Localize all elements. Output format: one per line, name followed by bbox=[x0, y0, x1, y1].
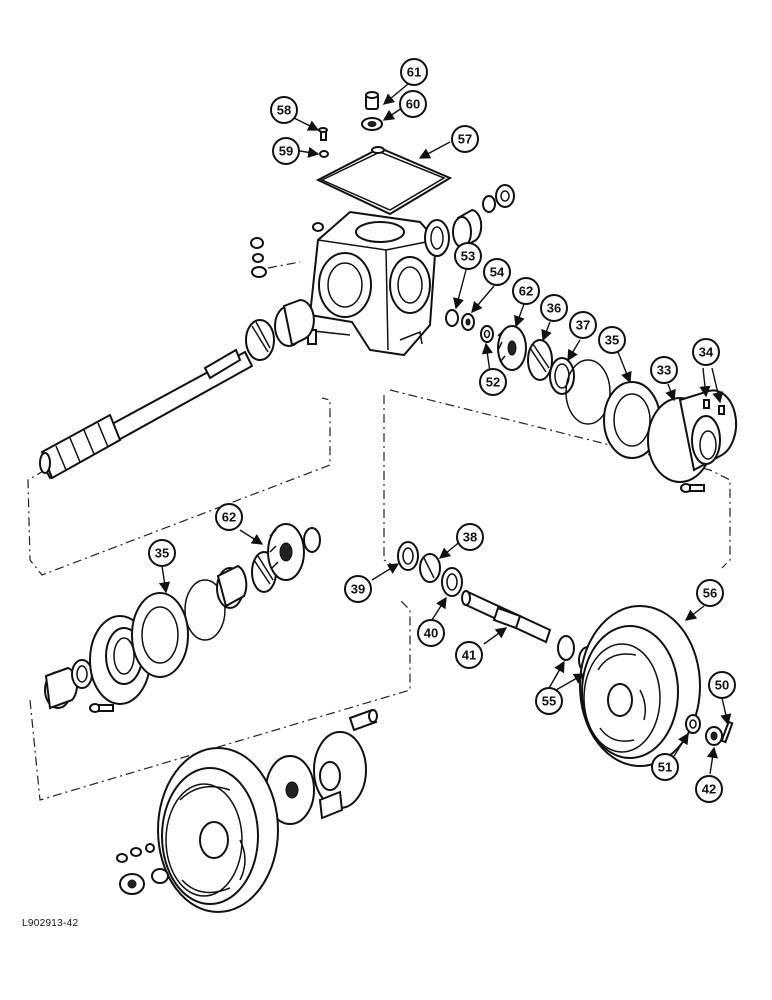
bearing-cap-33 bbox=[647, 389, 738, 483]
callout-label: 61 bbox=[407, 65, 421, 80]
cover-plate bbox=[315, 146, 453, 216]
callout-37: 37 bbox=[569, 311, 597, 339]
washer-59 bbox=[319, 150, 329, 158]
nut-stack bbox=[250, 237, 267, 278]
callout-33: 33 bbox=[650, 356, 678, 384]
nut-42 bbox=[705, 726, 723, 746]
callout-label: 37 bbox=[576, 318, 590, 333]
callout-label: 40 bbox=[424, 626, 438, 641]
cup-37 bbox=[549, 357, 575, 395]
callout-53: 53 bbox=[454, 242, 482, 270]
cone-38 bbox=[419, 553, 441, 583]
callout-60: 60 bbox=[399, 90, 427, 118]
washer-60 bbox=[361, 117, 383, 131]
pulley-56 bbox=[579, 605, 701, 767]
callout-35-upper: 35 bbox=[598, 326, 626, 354]
callout-label: 59 bbox=[279, 144, 293, 159]
washer-51 bbox=[685, 714, 701, 734]
callout-40: 40 bbox=[417, 619, 445, 647]
callout-61: 61 bbox=[400, 58, 428, 86]
callout-label: 35 bbox=[605, 333, 619, 348]
callout-label: 54 bbox=[490, 265, 505, 280]
callout-label: 60 bbox=[406, 97, 420, 112]
bevel-gear-62-upper bbox=[497, 325, 527, 371]
lower-bolt bbox=[89, 703, 114, 713]
callout-label: 55 bbox=[542, 694, 556, 709]
leader-lines bbox=[158, 83, 732, 775]
callout-label: 62 bbox=[222, 510, 236, 525]
callout-label: 52 bbox=[486, 375, 500, 390]
input-shaft bbox=[39, 348, 254, 480]
bevel-gear-62-lower bbox=[267, 523, 305, 581]
callout-label: 57 bbox=[458, 132, 472, 147]
callout-54: 54 bbox=[483, 258, 511, 286]
lower-hardware bbox=[116, 843, 169, 895]
callout-label: 58 bbox=[277, 103, 291, 118]
pulley-lower bbox=[157, 747, 279, 913]
callout-56: 56 bbox=[696, 579, 724, 607]
callout-label: 41 bbox=[462, 648, 476, 663]
callout-39: 39 bbox=[344, 575, 372, 603]
ring-40 bbox=[441, 567, 463, 597]
bolts-34 bbox=[703, 399, 725, 415]
callout-35-lower: 35 bbox=[148, 539, 176, 567]
callout-label: 35 bbox=[155, 546, 169, 561]
cap-bolt bbox=[680, 483, 705, 493]
lockwasher-54 bbox=[461, 313, 475, 331]
callout-41: 41 bbox=[455, 641, 483, 669]
callout-label: 62 bbox=[519, 284, 533, 299]
callout-62-upper: 62 bbox=[512, 277, 540, 305]
gasket-35-upper bbox=[603, 381, 661, 459]
o-ring-lower bbox=[184, 579, 226, 641]
bearing-lower bbox=[251, 551, 277, 593]
cup-39 bbox=[397, 541, 419, 571]
callout-label: 33 bbox=[657, 363, 671, 378]
hub-flange bbox=[313, 731, 367, 820]
callout-36: 36 bbox=[540, 294, 568, 322]
callout-58: 58 bbox=[270, 96, 298, 124]
callout-57: 57 bbox=[451, 125, 479, 153]
callout-label: 38 bbox=[463, 530, 477, 545]
pin-50 bbox=[720, 720, 734, 744]
gasket-35-lower bbox=[131, 592, 189, 678]
callout-label: 36 bbox=[547, 301, 561, 316]
callout-42: 42 bbox=[695, 775, 723, 803]
lower-ring bbox=[71, 659, 93, 689]
callout-label: 39 bbox=[351, 582, 365, 597]
callout-label: 53 bbox=[461, 249, 475, 264]
shaft-41 bbox=[461, 590, 552, 644]
callout-52: 52 bbox=[479, 368, 507, 396]
upper-bearings bbox=[424, 184, 515, 257]
callout-51: 51 bbox=[651, 753, 679, 781]
callout-50: 50 bbox=[708, 671, 736, 699]
callout-label: 56 bbox=[703, 586, 717, 601]
bottom-pin bbox=[348, 708, 378, 732]
snap-ring-lower bbox=[303, 527, 321, 553]
callout-55: 55 bbox=[535, 687, 563, 715]
bearing-36 bbox=[527, 339, 553, 381]
washer-52 bbox=[480, 325, 494, 343]
callout-59: 59 bbox=[272, 137, 300, 165]
plug-61 bbox=[365, 91, 379, 110]
callout-34: 34 bbox=[692, 338, 720, 366]
callout-label: 50 bbox=[715, 678, 729, 693]
gearbox-housing bbox=[299, 210, 438, 357]
callout-label: 34 bbox=[699, 345, 714, 360]
callout-38: 38 bbox=[456, 523, 484, 551]
drawing-id: L902913-42 bbox=[22, 918, 79, 929]
cup-lower bbox=[216, 564, 248, 609]
o-ring-right bbox=[565, 359, 611, 425]
callout-label: 42 bbox=[702, 782, 716, 797]
callout-label: 51 bbox=[658, 760, 672, 775]
input-bearing bbox=[245, 298, 315, 361]
washer-53 bbox=[445, 309, 459, 327]
callout-62-lower: 62 bbox=[215, 503, 243, 531]
screw-58 bbox=[318, 127, 328, 141]
